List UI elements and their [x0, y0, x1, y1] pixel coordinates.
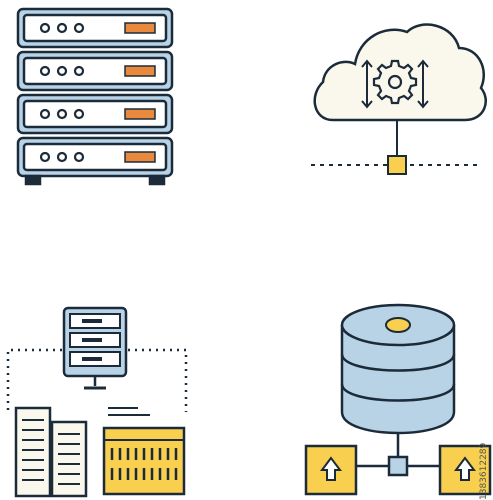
- server-rack-icon: [10, 4, 180, 188]
- watermark-id: 1383612289: [479, 442, 489, 500]
- database-network-icon: [300, 300, 493, 500]
- cloud-settings-icon: [303, 10, 489, 182]
- hosting-network-icon: [0, 300, 192, 500]
